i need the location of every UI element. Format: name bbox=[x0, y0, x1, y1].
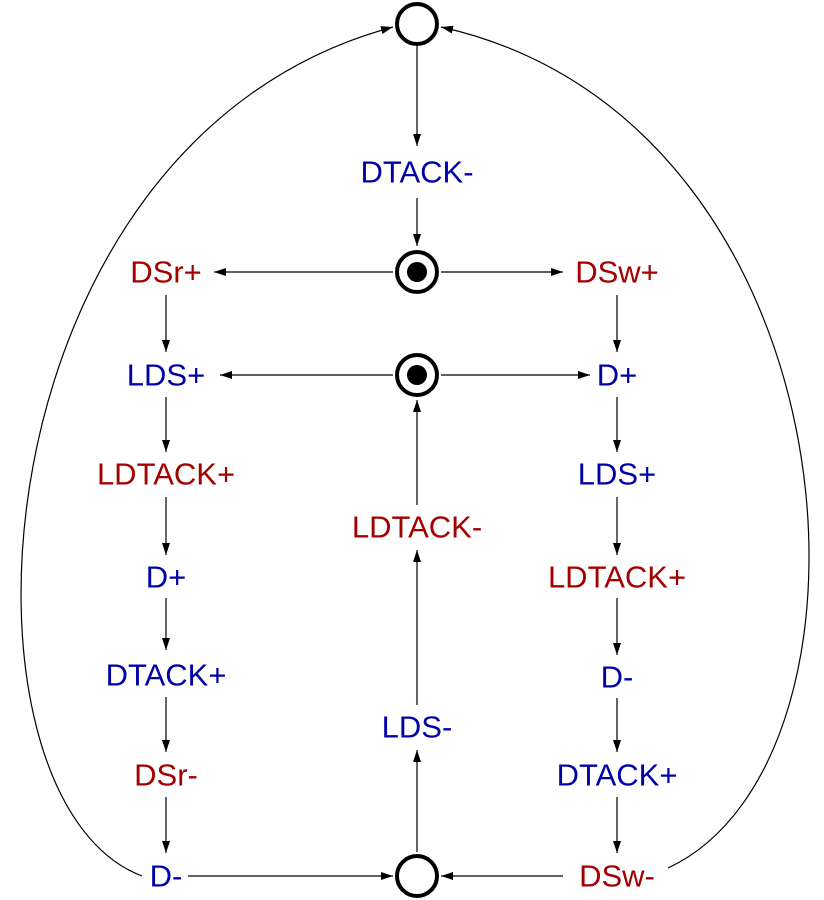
place-top bbox=[395, 2, 439, 46]
place-bottom bbox=[395, 854, 439, 898]
token-icon bbox=[407, 262, 427, 282]
transition-ldtack-plus-read: LDTACK+ bbox=[97, 457, 235, 492]
token-icon bbox=[407, 365, 427, 385]
edge-d-minus-to-top-curve bbox=[20, 26, 394, 877]
transition-dsw-plus: DSw+ bbox=[575, 255, 659, 290]
transition-dtack-minus: DTACK- bbox=[360, 155, 473, 190]
transition-dtack-plus-write: DTACK+ bbox=[557, 758, 678, 793]
transition-dsw-minus: DSw- bbox=[579, 859, 655, 894]
edges bbox=[20, 25, 810, 880]
transition-dtack-plus-read: DTACK+ bbox=[106, 658, 227, 693]
transition-d-minus-read: D- bbox=[150, 859, 183, 894]
transition-lds-minus: LDS- bbox=[382, 710, 453, 745]
places bbox=[395, 2, 439, 898]
transition-dsr-plus: DSr+ bbox=[130, 255, 202, 290]
edge-dsw-minus-to-top-curve bbox=[440, 25, 810, 869]
transition-lds-plus-write: LDS+ bbox=[578, 457, 656, 492]
transitions: DTACK- DSr+ DSw+ LDS+ D+ LDTACK+ LDS+ LD… bbox=[97, 155, 686, 894]
transition-d-minus-write: D- bbox=[601, 660, 634, 695]
transition-d-plus-write: D+ bbox=[597, 358, 638, 393]
place-mid bbox=[395, 353, 439, 397]
place-choice bbox=[395, 250, 439, 294]
transition-ldtack-minus: LDTACK- bbox=[352, 510, 482, 545]
transition-dsr-minus: DSr- bbox=[134, 758, 198, 793]
transition-d-plus-read: D+ bbox=[146, 560, 187, 595]
transition-ldtack-plus-write: LDTACK+ bbox=[548, 560, 686, 595]
transition-lds-plus-read: LDS+ bbox=[127, 358, 205, 393]
